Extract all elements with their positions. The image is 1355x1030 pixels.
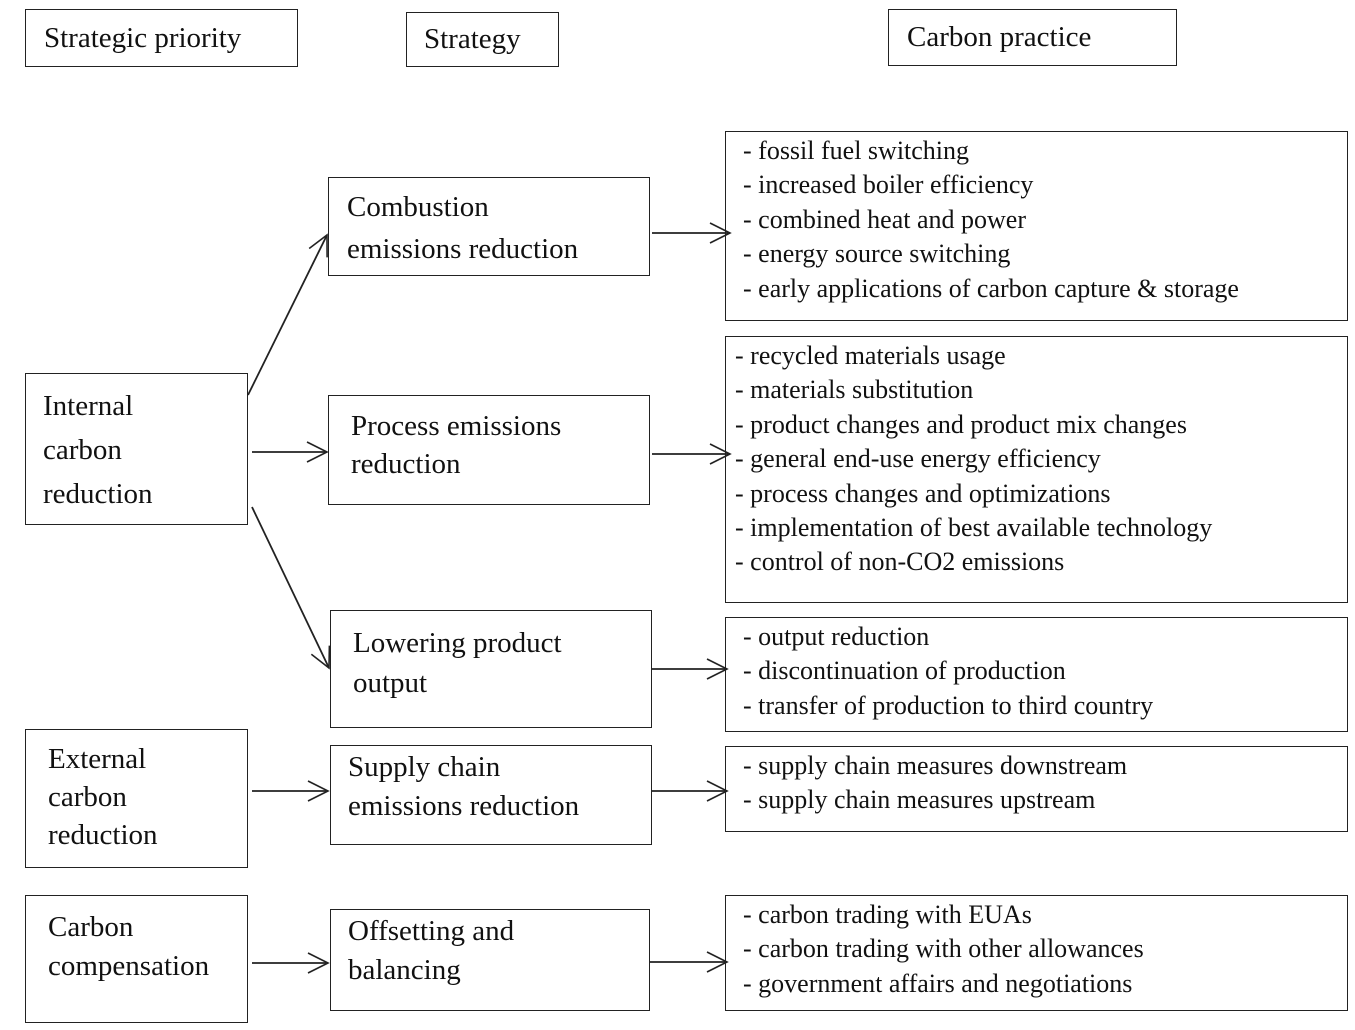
- practice-item: - early applications of carbon capture &…: [743, 273, 1239, 303]
- practice-list-process: - recycled materials usage - materials s…: [725, 336, 1348, 603]
- practice-list-supply: - supply chain measures downstream - sup…: [725, 746, 1348, 832]
- priority-internal-label: Internal carbon reduction: [43, 390, 153, 510]
- practice-item: - government affairs and negotiations: [743, 968, 1133, 998]
- practice-item: - general end-use energy efficiency: [735, 444, 1101, 474]
- strategy-process-label: Process emissions reduction: [351, 410, 562, 480]
- header-strategy: Strategy: [406, 12, 559, 67]
- strategy-combustion-label: Combustion emissions reduction: [347, 191, 579, 265]
- practice-item: - increased boiler efficiency: [743, 170, 1034, 200]
- practice-item: - supply chain measures downstream: [743, 751, 1128, 780]
- practice-list-offsetting: - carbon trading with EUAs - carbon trad…: [725, 895, 1348, 1011]
- strategy-lowering-product-output: Lowering product output: [330, 610, 652, 728]
- practice-item: - output reduction: [743, 622, 930, 651]
- practice-item: - discontinuation of production: [743, 656, 1066, 686]
- practice-item: - combined heat and power: [743, 204, 1027, 234]
- strategy-offsetting-label: Offsetting and balancing: [348, 915, 515, 986]
- strategy-process-emissions-reduction: Process emissions reduction: [328, 395, 650, 505]
- practice-item: - control of non-CO2 emissions: [735, 547, 1065, 577]
- header-carbon-practice: Carbon practice: [888, 9, 1177, 66]
- priority-carbon-compensation: Carbon compensation: [25, 895, 248, 1023]
- priority-external-label: External carbon reduction: [48, 743, 158, 851]
- strategy-lowering-label: Lowering product output: [353, 627, 562, 699]
- practice-item: - fossil fuel switching: [743, 136, 970, 165]
- priority-internal-carbon-reduction: Internal carbon reduction: [25, 373, 248, 525]
- practice-item: - energy source switching: [743, 239, 1011, 269]
- practice-item: - supply chain measures upstream: [743, 785, 1096, 815]
- practice-item: - carbon trading with EUAs: [743, 900, 1032, 929]
- practice-item: - product changes and product mix change…: [735, 409, 1187, 439]
- priority-compensation-label: Carbon compensation: [48, 911, 210, 982]
- header-strategy-label: Strategy: [424, 23, 521, 55]
- strategy-supply-label: Supply chain emissions reduction: [348, 751, 580, 822]
- header-strategic-priority-label: Strategic priority: [44, 21, 242, 54]
- practice-list-combustion: - fossil fuel switching - increased boil…: [725, 131, 1348, 321]
- header-strategic-priority: Strategic priority: [25, 9, 298, 67]
- practice-list-lowering: - output reduction - discontinuation of …: [725, 617, 1348, 732]
- practice-item: - materials substitution: [735, 375, 974, 405]
- practice-item: - process changes and optimizations: [735, 478, 1111, 508]
- arrow-internal-to-lowering: [251, 506, 331, 670]
- practice-item: - carbon trading with other allowances: [743, 934, 1144, 964]
- strategy-combustion-emissions-reduction: Combustion emissions reduction: [328, 177, 650, 276]
- practice-item: - implementation of best available techn…: [735, 513, 1213, 543]
- header-carbon-practice-label: Carbon practice: [907, 21, 1092, 53]
- practice-item: - recycled materials usage: [735, 341, 1006, 370]
- arrow-internal-to-combustion: [247, 233, 328, 396]
- strategy-offsetting-and-balancing: Offsetting and balancing: [330, 909, 650, 1011]
- practice-item: - transfer of production to third countr…: [743, 690, 1154, 720]
- strategy-supply-chain-emissions-reduction: Supply chain emissions reduction: [330, 745, 652, 845]
- priority-external-carbon-reduction: External carbon reduction: [25, 729, 248, 868]
